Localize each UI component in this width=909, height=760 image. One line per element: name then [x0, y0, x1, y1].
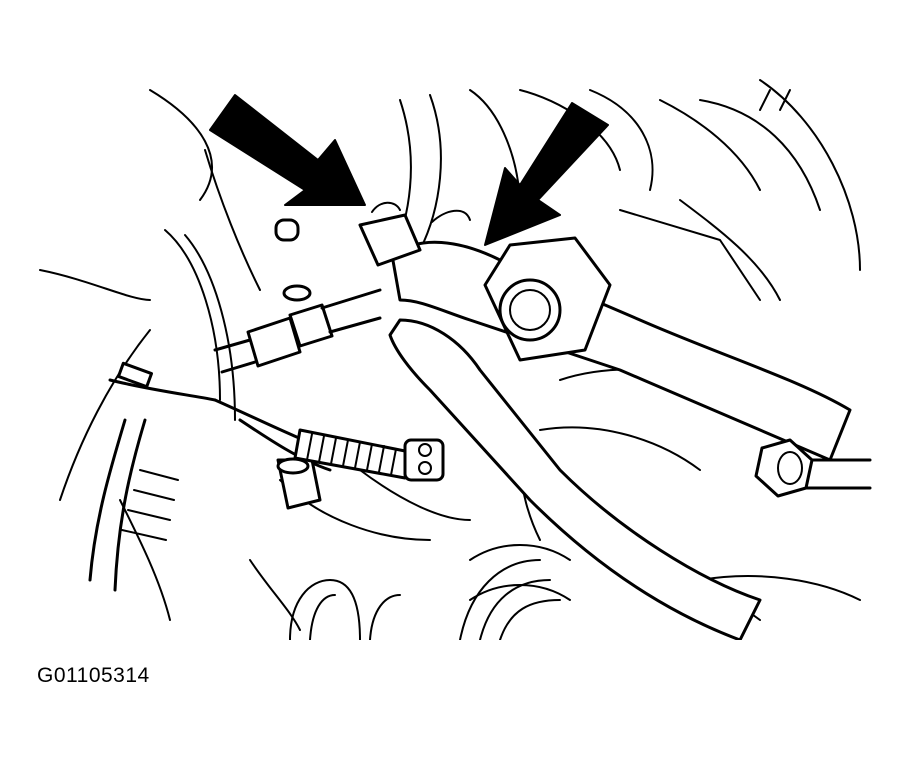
steel-line	[213, 288, 382, 374]
wiring-harness	[88, 361, 332, 592]
pulley	[289, 559, 561, 640]
brackets	[274, 218, 322, 510]
engine-hose-illustration	[39, 79, 872, 640]
engine-background-lines	[39, 79, 861, 631]
power-steering-hose	[358, 201, 852, 640]
stud-bolt	[754, 438, 872, 498]
pointer-arrow-right	[484, 102, 609, 246]
hex-nut-fitting	[483, 236, 612, 362]
spring-clamp	[293, 428, 445, 482]
pointer-arrow-left	[209, 94, 366, 206]
figure-id-label: G01105314	[37, 664, 150, 687]
